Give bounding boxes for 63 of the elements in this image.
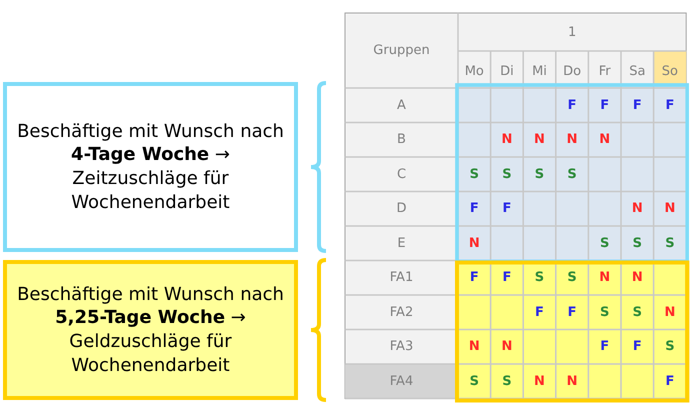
text-box xyxy=(3,82,298,252)
shift-code: F xyxy=(468,269,480,288)
shift-code: N xyxy=(468,234,481,253)
shift-code: N xyxy=(468,338,481,356)
shift-code: F xyxy=(599,96,610,115)
shift-code: N xyxy=(566,372,579,391)
weekday-label: Do xyxy=(562,63,582,81)
shift-code: S xyxy=(599,304,610,322)
shift-code: N xyxy=(566,131,579,150)
shift-code: N xyxy=(598,131,612,150)
group-label: FA4 xyxy=(388,372,414,391)
column-header: Gruppen xyxy=(372,42,431,60)
shift-code: S xyxy=(566,269,578,288)
group-label: FA1 xyxy=(388,269,414,288)
description-text: Beschäftige mit Wunsch nach 4-Tage Woche → Zeitzuschläge für Wochenendarbeit xyxy=(16,120,285,214)
shift-code: S xyxy=(599,234,610,253)
shift-code: N xyxy=(533,131,546,150)
shift-code: F xyxy=(664,372,676,391)
shift-code: N xyxy=(663,304,676,322)
group-label: FA2 xyxy=(388,304,414,322)
shift-code: S xyxy=(664,234,676,253)
group-label: E xyxy=(396,234,407,253)
shift-code: F xyxy=(664,96,676,115)
shift-code: S xyxy=(566,166,578,184)
shift-code: F xyxy=(468,200,480,218)
shift-code: S xyxy=(534,166,546,184)
shift-code: S xyxy=(501,166,513,184)
group-label: C xyxy=(396,166,408,184)
weekday-label: Mi xyxy=(531,63,548,81)
shift-code: F xyxy=(566,304,578,322)
description-text: Beschäftige mit Wunsch nach 5,25-Tage Woche → Geldzuschläge für Wochenendarbeit xyxy=(16,282,285,378)
shift-code: F xyxy=(599,338,610,356)
weekday-label: Sa xyxy=(628,63,646,81)
shift-code: N xyxy=(630,200,644,218)
shift-code: N xyxy=(598,269,612,288)
group-label: D xyxy=(395,200,408,218)
weekday-label: Fr xyxy=(598,63,612,81)
shift-code: F xyxy=(501,200,512,218)
shift-code: S xyxy=(534,269,546,288)
shift-code: S xyxy=(468,372,480,391)
shift-code: S xyxy=(468,166,480,184)
shift-code: S xyxy=(501,372,513,391)
text-box xyxy=(3,260,298,400)
group-label: FA3 xyxy=(388,338,414,356)
weekday-label: Di xyxy=(499,63,515,81)
shift-code: N xyxy=(533,372,546,391)
shift-code: S xyxy=(664,338,676,356)
shift-code: F xyxy=(501,269,512,288)
column-header: 1 xyxy=(566,24,578,42)
shift-code: F xyxy=(632,96,643,115)
weekday-label: Mo xyxy=(464,63,485,81)
group-label: A xyxy=(396,96,407,115)
shift-code: N xyxy=(663,200,676,218)
group-label: B xyxy=(396,131,407,150)
shift-code: F xyxy=(632,338,643,356)
shift-code: F xyxy=(534,304,545,322)
shift-code: N xyxy=(500,338,514,356)
weekday-label: So xyxy=(660,63,679,81)
shift-code: S xyxy=(632,234,643,253)
shift-code: N xyxy=(500,131,514,150)
shift-code: S xyxy=(632,304,643,322)
shift-code: F xyxy=(566,96,578,115)
shift-code: N xyxy=(630,269,644,288)
